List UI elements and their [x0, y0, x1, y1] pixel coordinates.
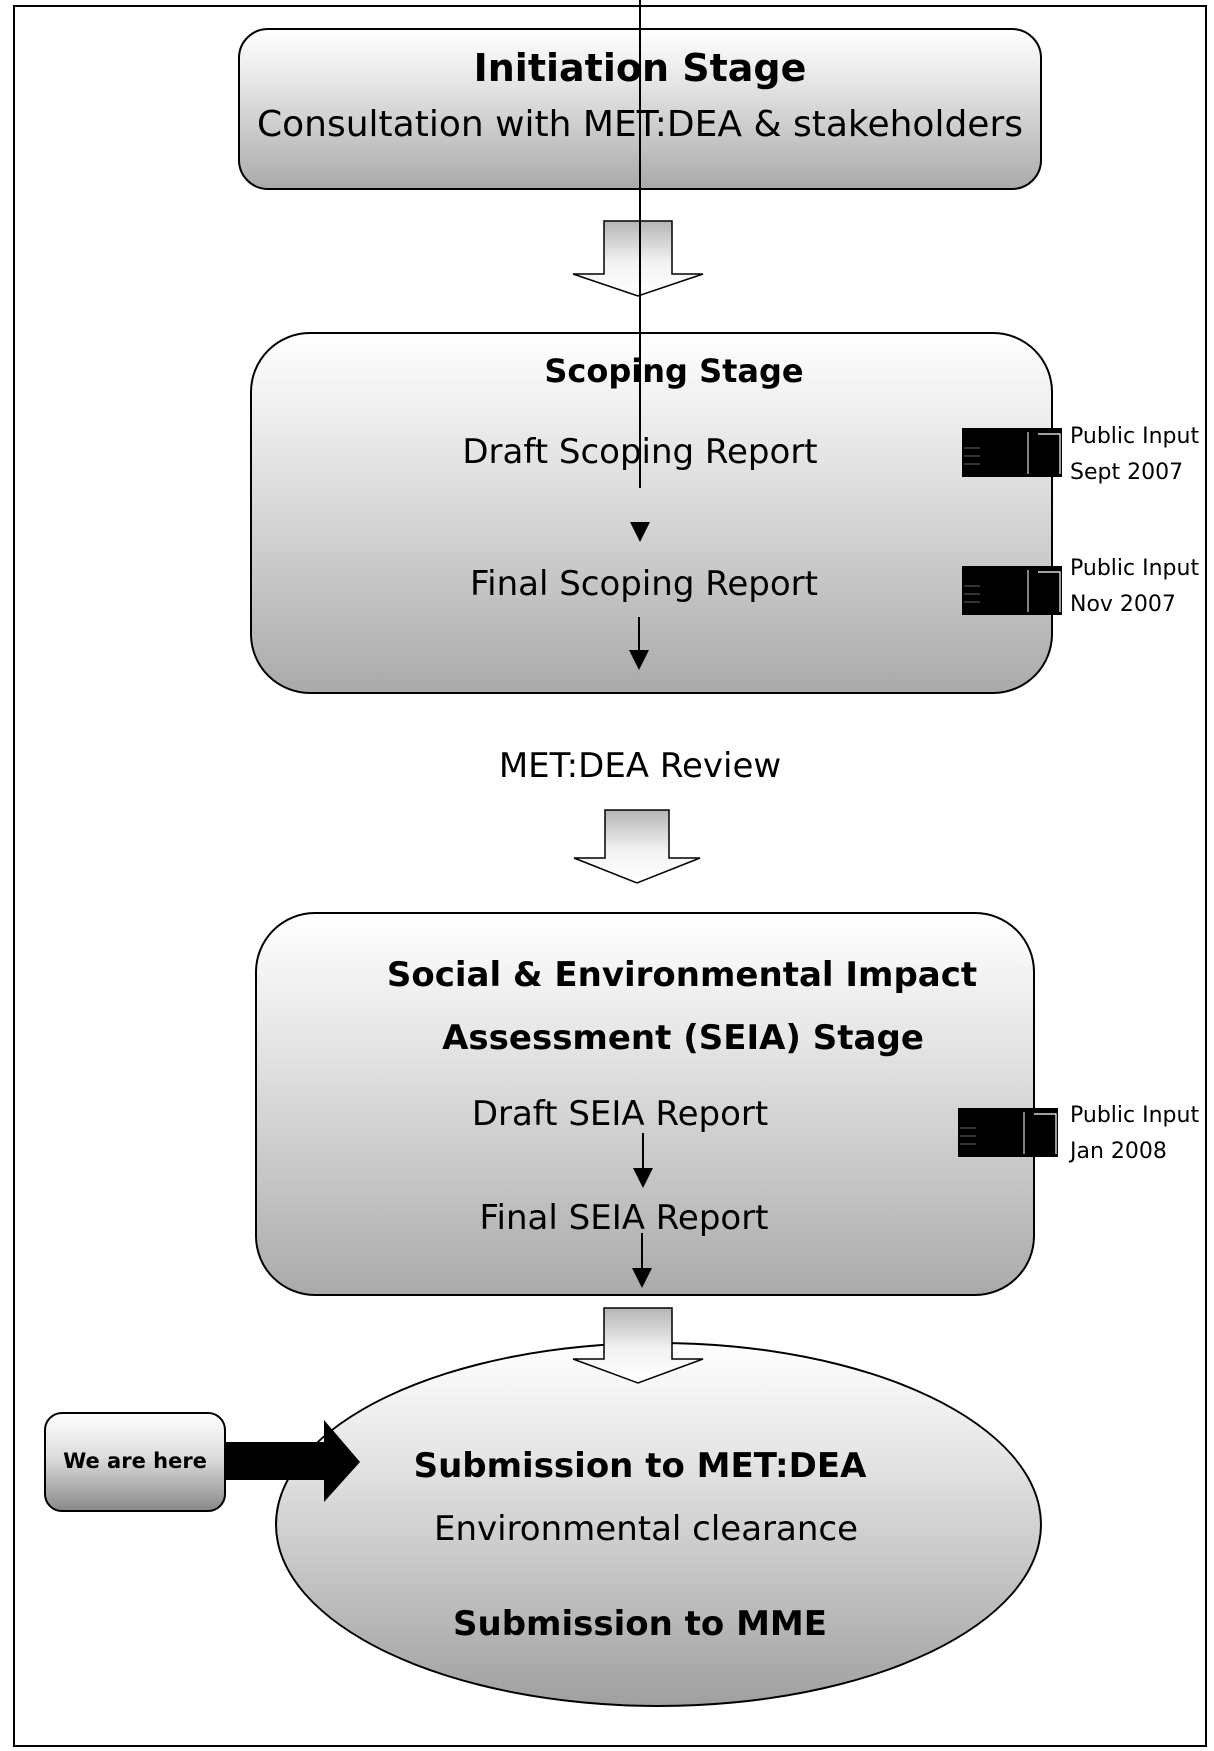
block-arrow-down-icon	[572, 1307, 704, 1384]
public-input-date: Jan 2008	[1070, 1139, 1167, 1164]
scoping-stage-title: Scoping Stage	[544, 352, 804, 390]
public-input-label: Public Input	[1070, 424, 1200, 449]
block-arrow-down-icon	[573, 809, 701, 884]
pointing-hand-icon	[962, 566, 1062, 615]
submission-metdea-label: Submission to MET:DEA	[413, 1446, 867, 1486]
final-scoping-report: Final Scoping Report	[470, 564, 818, 604]
small-arrow-down-icon	[632, 1233, 652, 1288]
scoping-stage-box	[250, 332, 1053, 694]
public-input-label-3: Public Input Jan 2008	[1070, 1098, 1199, 1170]
environmental-clearance-label: Environmental clearance	[433, 1509, 859, 1549]
public-input-date: Sept 2007	[1070, 460, 1184, 485]
small-arrow-down-icon	[629, 617, 649, 670]
draft-seia-report: Draft SEIA Report	[471, 1094, 769, 1134]
submission-mme-label: Submission to MME	[453, 1604, 827, 1644]
we-are-here-label: We are here	[63, 1449, 207, 1473]
submission-ellipse	[275, 1342, 1042, 1707]
marker-arrow-icon	[225, 1420, 360, 1502]
diagram-frame	[13, 5, 1207, 1747]
public-input-label: Public Input	[1070, 556, 1200, 581]
pointing-hand-icon	[958, 1108, 1058, 1157]
public-input-label: Public Input	[1070, 1103, 1200, 1128]
pointing-hand-icon	[962, 428, 1062, 477]
we-are-here-box	[44, 1412, 226, 1512]
metdea-review-label: MET:DEA Review	[498, 746, 782, 786]
public-input-label-1: Public Input Sept 2007	[1070, 419, 1199, 491]
small-arrow-down-icon	[633, 1133, 653, 1188]
public-input-date: Nov 2007	[1070, 592, 1176, 617]
small-arrow-down-icon	[630, 0, 650, 542]
public-input-label-2: Public Input Nov 2007	[1070, 551, 1199, 623]
block-arrow-down-icon	[572, 220, 704, 297]
seia-stage-title-line1: Social & Environmental Impact	[386, 955, 978, 995]
seia-stage-title-line2: Assessment (SEIA) Stage	[442, 1018, 924, 1058]
seia-stage-box	[255, 912, 1035, 1296]
final-seia-report: Final SEIA Report	[479, 1198, 769, 1238]
